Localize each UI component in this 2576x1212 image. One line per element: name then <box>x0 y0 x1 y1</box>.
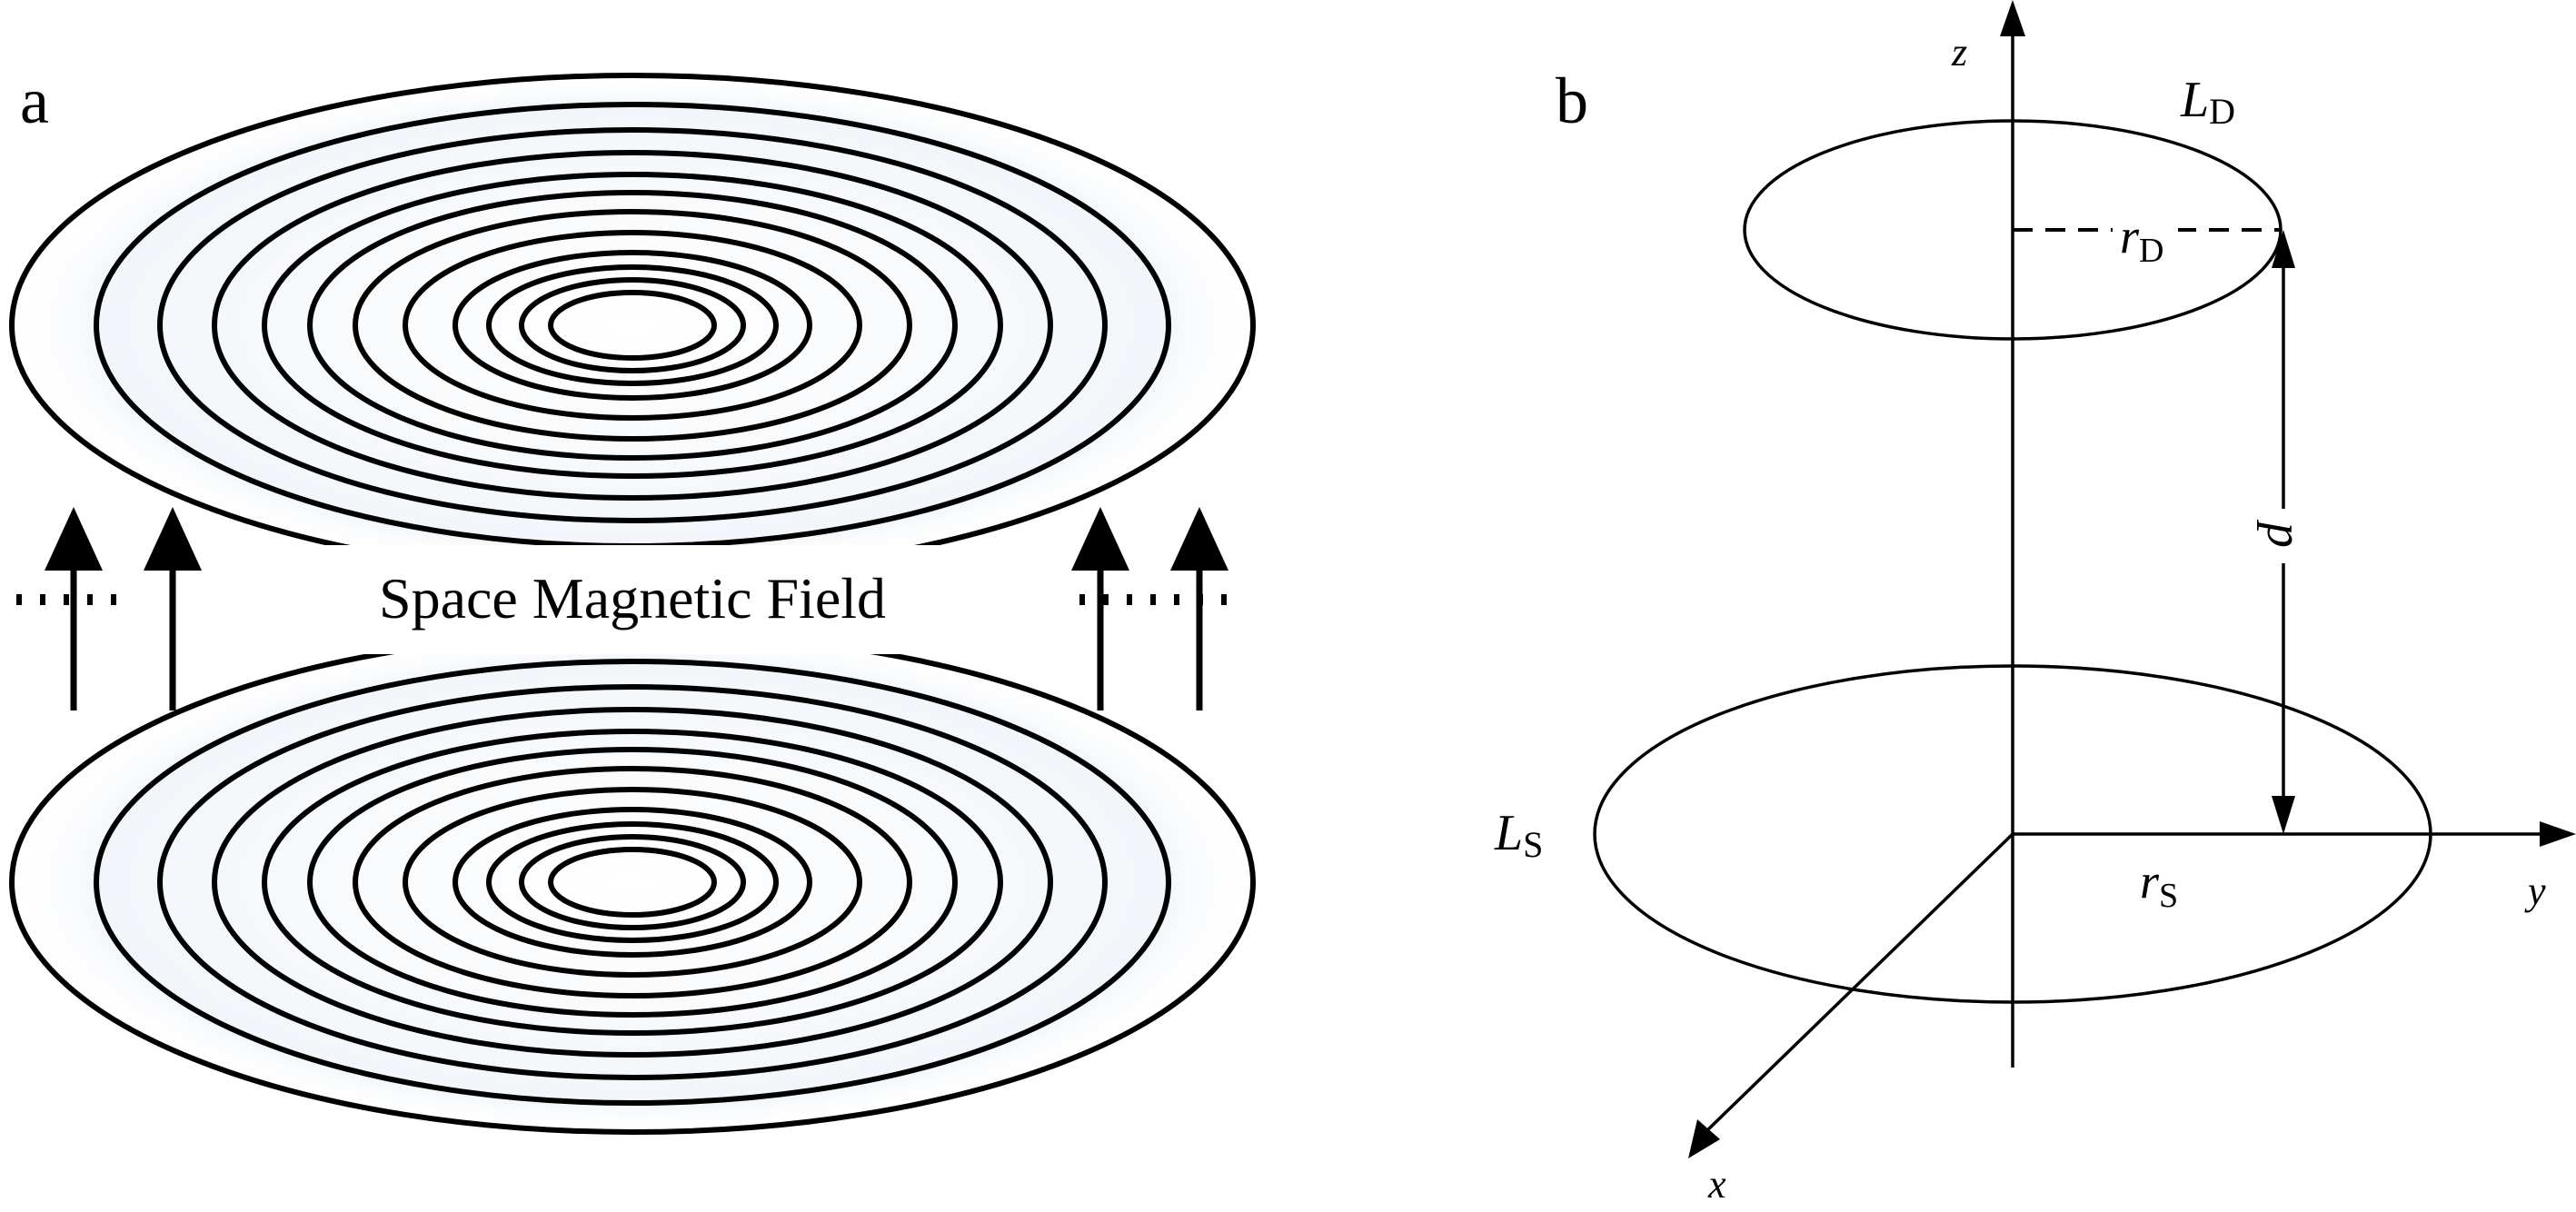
ellipsis-dot <box>64 594 69 605</box>
field-arrow-head-icon <box>144 507 202 571</box>
coil-ring <box>519 834 746 930</box>
coil-ring <box>353 766 912 998</box>
ellipsis-dot <box>40 594 45 605</box>
z-axis-arrowhead-icon <box>2000 0 2025 36</box>
panel-b-label: b <box>1556 65 1588 137</box>
panel-a-label: a <box>20 65 49 137</box>
field-arrows <box>16 507 1228 710</box>
coil-ring <box>262 729 1003 1036</box>
coil-ring <box>486 821 779 943</box>
coil-s-ellipse <box>1593 664 2432 1004</box>
coil-ring <box>262 172 1003 479</box>
distance-p-label-background <box>2263 509 2304 563</box>
ellipsis-dot <box>1174 594 1179 605</box>
bottom-coil <box>5 623 1259 1141</box>
coil-ring <box>453 250 812 401</box>
z-axis-label: z <box>1951 30 1967 75</box>
coil-ring <box>548 290 717 361</box>
coil-ring <box>212 150 1053 501</box>
ellipsis-dot <box>1103 594 1109 605</box>
ellipsis-dot <box>1079 594 1085 605</box>
coil-ring <box>307 747 958 1018</box>
ellipsis-dot <box>16 594 22 605</box>
coil-ring <box>157 127 1108 523</box>
distance-p-label: p <box>2256 519 2312 548</box>
coil-glow <box>5 66 1259 584</box>
panel-b: b z y x LD rD LS rS p <box>1494 0 2576 1207</box>
ellipsis-dot <box>111 594 116 605</box>
coil-ring <box>403 230 862 421</box>
radius-d-label: rD <box>2120 209 2163 270</box>
field-label-background <box>195 545 1068 654</box>
distance-p-down-arrowhead-icon <box>2272 796 2295 834</box>
x-axis-arrowhead-icon <box>1688 1119 1720 1158</box>
field-arrow-head-icon <box>1170 507 1228 571</box>
coil-ring <box>453 807 812 958</box>
coil-ring <box>94 659 1171 1106</box>
field-label: Space Magnetic Field <box>379 566 886 631</box>
radius-s-label: rS <box>2140 854 2178 915</box>
coil-ring <box>157 684 1108 1080</box>
coil-ring <box>307 190 958 461</box>
top-coil <box>5 66 1259 584</box>
coil-ring <box>403 787 862 978</box>
ellipsis-dot <box>1221 594 1227 605</box>
field-arrow-head-icon <box>45 507 103 571</box>
ellipsis-dot <box>1150 594 1156 605</box>
coil-s-label: LS <box>1494 805 1543 865</box>
coil-ring <box>548 847 717 918</box>
ellipsis-dot <box>87 594 93 605</box>
coil-d-label: LD <box>2180 72 2235 132</box>
y-axis-label: y <box>2524 869 2546 913</box>
coil-ring <box>486 264 779 386</box>
coil-glow <box>5 623 1259 1141</box>
distance-p-up-arrowhead-icon <box>2272 230 2295 268</box>
ellipsis-dot <box>1127 594 1132 605</box>
coil-ring <box>353 209 912 442</box>
panel-a: a Space Magnetic Field <box>5 65 1259 1141</box>
coil-ring <box>212 707 1053 1058</box>
field-arrow-head-icon <box>1071 507 1129 571</box>
radius-d-label-background <box>2113 214 2178 260</box>
y-axis-arrowhead-icon <box>2540 821 2576 847</box>
ellipsis-dot <box>1198 594 1203 605</box>
x-axis-label: x <box>1707 1162 1726 1207</box>
coil-ring <box>519 277 746 373</box>
x-axis <box>1705 832 2014 1133</box>
